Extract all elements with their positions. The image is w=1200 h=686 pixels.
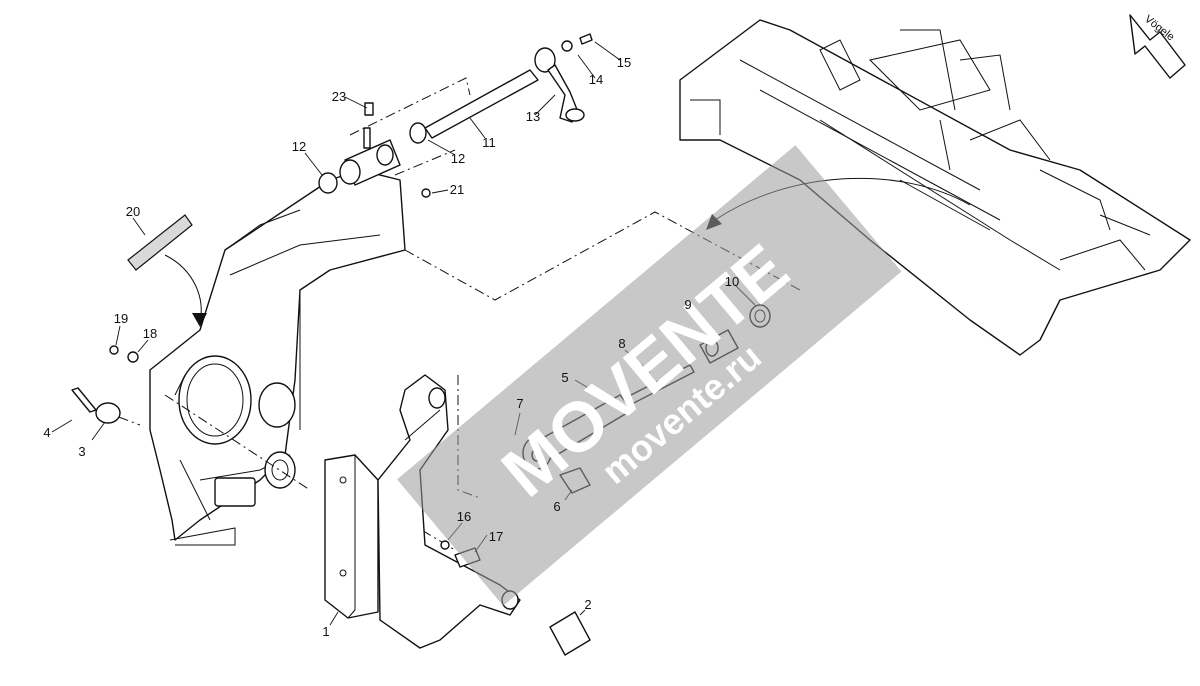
- callout-3: 3: [78, 444, 85, 459]
- callout-4: 4: [43, 425, 50, 440]
- callout-10: 10: [725, 274, 739, 289]
- callout-14: 14: [589, 72, 603, 87]
- mounting-plate: [324, 454, 379, 619]
- callout-12a: 12: [292, 139, 306, 154]
- callout-18: 18: [143, 326, 157, 341]
- callout-6: 6: [553, 499, 560, 514]
- callout-9: 9: [684, 297, 691, 312]
- shaft-holder: [318, 127, 401, 194]
- callout-17: 17: [489, 529, 503, 544]
- fasteners: [71, 345, 591, 656]
- callout-5: 5: [561, 370, 568, 385]
- callout-21: 21: [450, 182, 464, 197]
- paver-machine: [679, 19, 1191, 356]
- brand-arrow: Vögele: [1129, 13, 1186, 79]
- callout-15: 15: [617, 55, 631, 70]
- watermark: MOVENTE movente.ru: [397, 145, 902, 606]
- callout-20: 20: [126, 204, 140, 219]
- decal-sticker: [127, 214, 207, 327]
- callout-1: 1: [322, 624, 329, 639]
- callout-2: 2: [584, 597, 591, 612]
- callout-11: 11: [482, 135, 496, 150]
- callout-19: 19: [114, 311, 128, 326]
- callout-labels: 1 2 3 4 5 6 7 8 9 10 11 12 12 13 14 15 1…: [43, 55, 739, 639]
- callout-13: 13: [526, 109, 540, 124]
- bracket-housing: [149, 169, 406, 546]
- shaft-assembly: [364, 33, 593, 198]
- callout-16: 16: [457, 509, 471, 524]
- callout-23: 23: [332, 89, 346, 104]
- callout-12b: 12: [451, 151, 465, 166]
- callout-8: 8: [618, 336, 625, 351]
- callout-7: 7: [516, 396, 523, 411]
